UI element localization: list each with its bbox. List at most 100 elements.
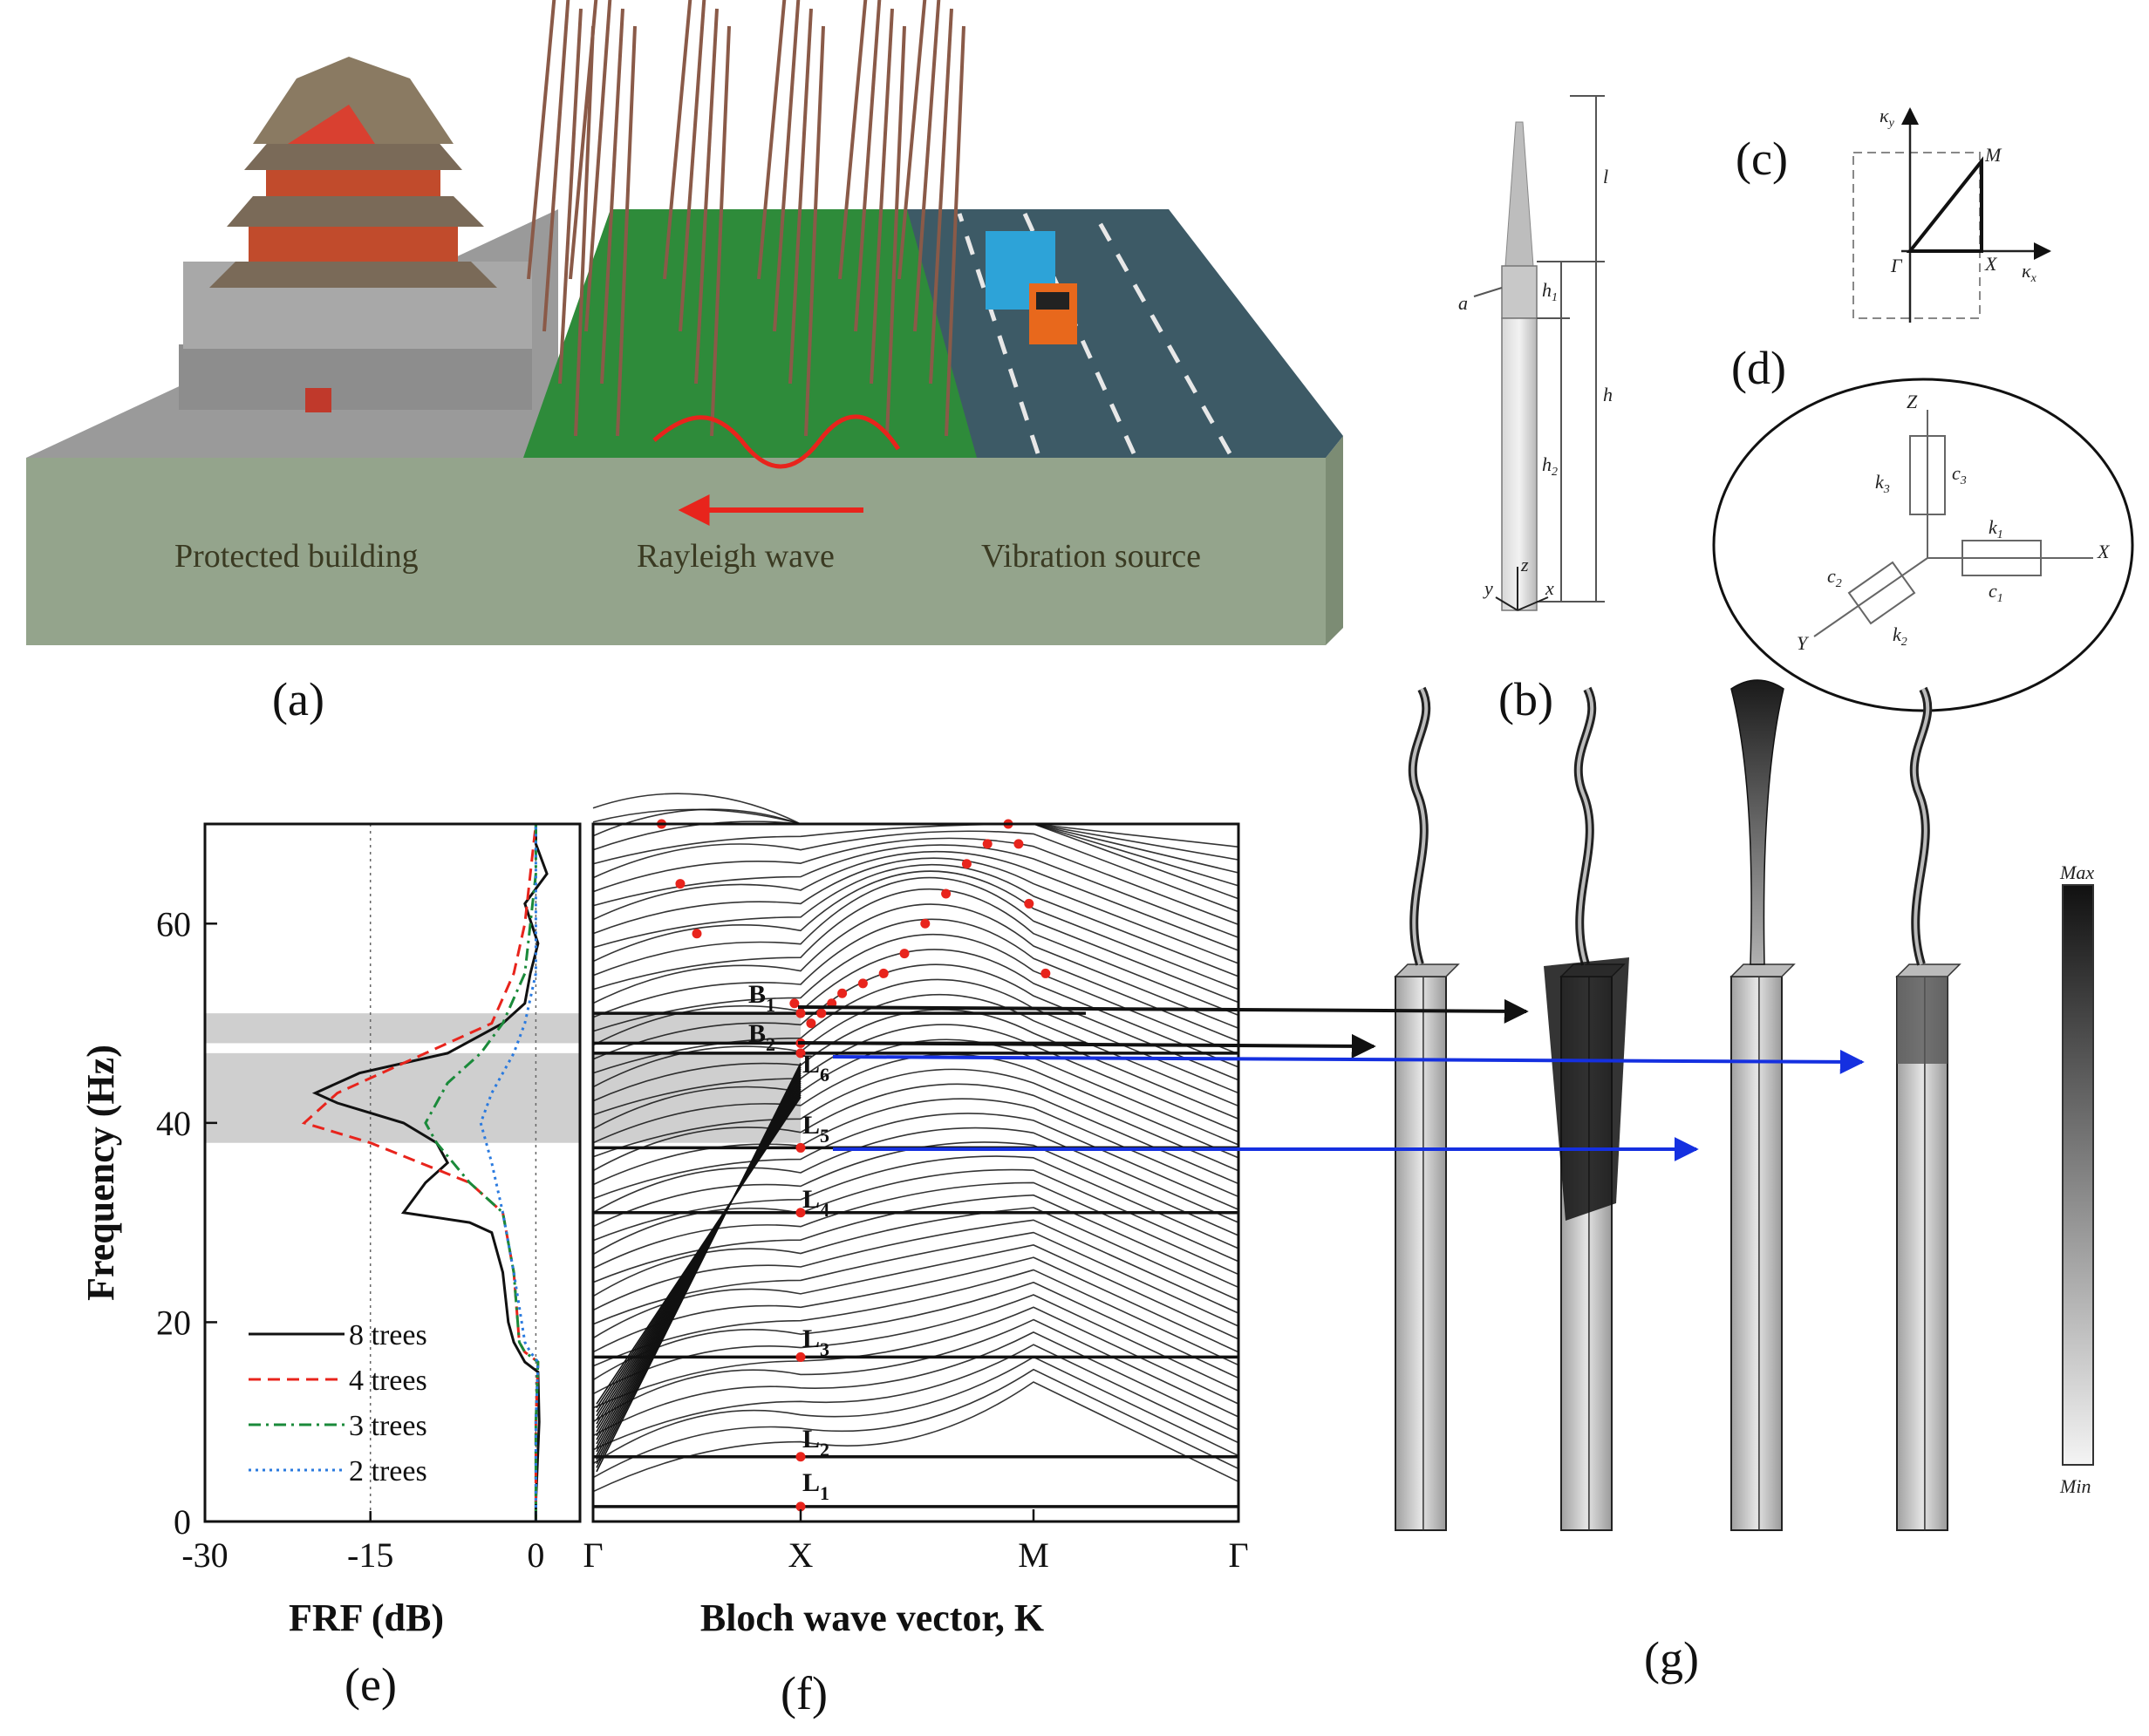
mode-shape-models <box>1394 679 1961 1531</box>
k2-label: k2 <box>1893 623 1907 649</box>
band-xtick-label: M <box>1018 1535 1049 1575</box>
mode-crown <box>1730 679 1784 965</box>
tree-trunk <box>710 25 731 437</box>
mode-marker <box>816 1008 827 1018</box>
tree-trunk <box>945 25 965 437</box>
dispersion-curve <box>592 876 1239 1004</box>
tree-trunk <box>854 0 882 332</box>
dispersion-curve <box>592 1331 1239 1437</box>
frf-xtick-label: -30 <box>181 1535 228 1575</box>
irreducible-zone-triangle <box>1906 156 1983 253</box>
panel-b-label: (b) <box>1498 673 1553 725</box>
dispersion-curve <box>592 903 1239 1030</box>
dispersion-curve <box>592 857 1239 964</box>
dim-h1: h1 <box>1542 279 1558 304</box>
mode-shape-model <box>1729 679 1796 1531</box>
tree-trunk-lower <box>1501 317 1538 611</box>
legend-entry: 2 trees <box>349 1455 427 1488</box>
panel-d-label: (d) <box>1731 342 1786 394</box>
band-xtick-label: Γ <box>1228 1535 1248 1575</box>
panel-d-spring-damper-model: (d) Z X Y k3 c3 k1 c1 c2 k2 <box>1712 342 2134 712</box>
truck-window <box>1036 292 1069 310</box>
frf-xtick-label: -15 <box>347 1535 393 1575</box>
mode-crown-highlight <box>1576 688 1594 965</box>
pagoda-roof-1 <box>209 262 497 288</box>
mode-marker <box>982 839 993 849</box>
pagoda-floor-2 <box>266 166 440 196</box>
frf-series <box>301 823 549 1522</box>
dispersion-curve <box>592 1344 1239 1451</box>
dispersion-curve <box>592 1294 1239 1395</box>
pagoda-roof-3 <box>244 140 462 170</box>
mode-marker <box>837 988 848 998</box>
mode-marker <box>1040 968 1051 978</box>
mode-marker <box>899 949 910 959</box>
legend-entry: 3 trees <box>349 1410 427 1442</box>
dispersion-curve <box>592 1141 1239 1236</box>
tree-trunk <box>574 25 595 437</box>
dimension-lines <box>1537 95 1605 602</box>
tree-trunk <box>773 0 801 332</box>
frf-xlabel: FRF (dB) <box>289 1596 444 1639</box>
mode-top-face <box>1729 963 1796 977</box>
dim-a: a <box>1458 292 1468 314</box>
frf-shaded-bands <box>205 1013 580 1143</box>
tree-trunk <box>913 0 941 332</box>
panel-c-brillouin-zone: (c) κy κx Γ X M <box>1736 105 2051 323</box>
mode-marker <box>878 968 889 978</box>
mode-shape-model <box>1895 686 1961 1531</box>
mode-marker <box>806 1018 816 1029</box>
point-x: X <box>1984 253 1998 275</box>
mode-marker <box>692 929 702 939</box>
point-m: M <box>1984 144 2002 166</box>
mode-marker <box>920 918 931 929</box>
mode-marker <box>857 978 868 989</box>
panel-e-label: (e) <box>345 1658 397 1711</box>
frf-ytick-label: 20 <box>156 1303 191 1342</box>
mode-crown-highlight <box>1912 688 1930 965</box>
band-label: L3 <box>802 1324 829 1360</box>
dispersion-curve <box>592 850 1239 951</box>
dispersion-curve <box>592 1244 1239 1340</box>
frf-ytick-label: 60 <box>156 904 191 943</box>
axis-z-label: z <box>1520 554 1529 575</box>
tree-trunk <box>558 8 583 385</box>
band-label: B1 <box>748 980 775 1016</box>
dispersion-curve <box>592 1168 1239 1263</box>
color-scale-bar <box>2062 884 2094 1466</box>
tree-trunk <box>885 25 906 437</box>
tree-trunk <box>527 0 556 280</box>
tree-trunk <box>600 8 624 385</box>
tree-trunk <box>788 8 813 385</box>
band-xlabel: Bloch wave vector, K <box>700 1596 1044 1639</box>
mode-marker <box>941 888 952 899</box>
axis-x-label: x <box>1545 577 1554 599</box>
dispersion-curve <box>592 830 1239 913</box>
dispersion-curve <box>592 844 1239 939</box>
c3-label: c3 <box>1952 462 1967 487</box>
vibration-source-caption: Vibration source <box>981 538 1201 575</box>
panel-g-label: (g) <box>1644 1632 1699 1685</box>
dispersion-curve <box>592 993 1239 1107</box>
mode-marker <box>961 859 972 869</box>
mode-marker <box>795 1452 806 1462</box>
arrow-b2-black <box>797 1033 1376 1059</box>
color-scale-min: Min <box>2059 1475 2091 1497</box>
dim-l: l <box>1603 166 1608 187</box>
tree-trunk <box>679 0 706 332</box>
axis-z: Z <box>1907 391 1918 412</box>
mode-top-face <box>1895 963 1961 977</box>
rayleigh-wave-caption: Rayleigh wave <box>637 538 835 575</box>
dispersion-curve <box>592 1368 1239 1479</box>
dispersion-curve <box>592 1127 1239 1223</box>
pagoda-roof-2 <box>227 196 484 227</box>
frf-ylabel: Frequency (Hz) <box>79 1045 122 1301</box>
panel-g-mode-shapes: Max Min (g) <box>797 679 2094 1685</box>
band-label: L5 <box>802 1111 829 1147</box>
rayleigh-wave-curve <box>652 414 901 469</box>
mode-marker <box>1013 839 1024 849</box>
soil-block-side <box>1326 436 1343 645</box>
tree-trunk <box>897 0 927 280</box>
